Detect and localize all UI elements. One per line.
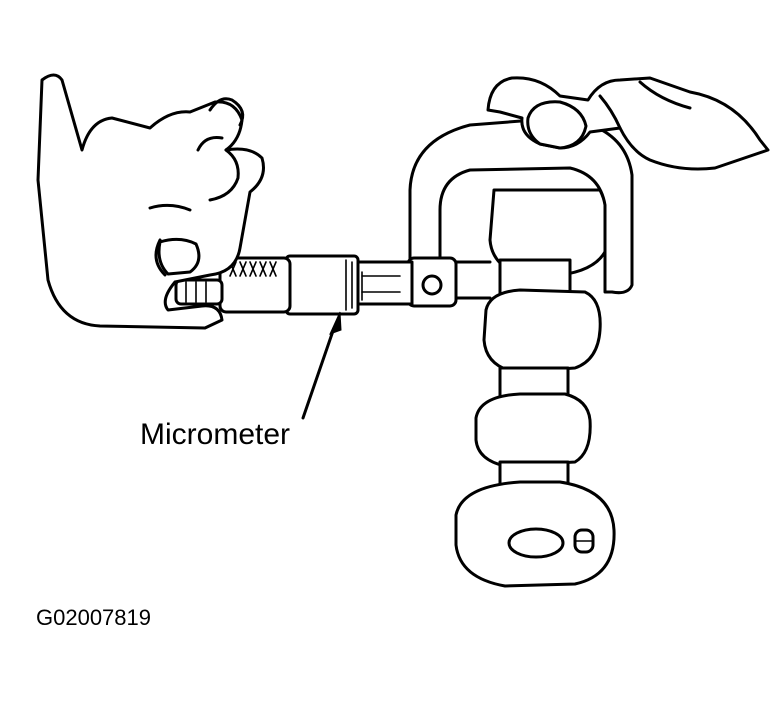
flange-center-hole <box>507 527 565 559</box>
micrometer-c-frame <box>408 116 634 295</box>
knurl-pattern <box>229 261 277 277</box>
camshaft <box>454 188 616 588</box>
left-hand <box>36 73 265 330</box>
micrometer-label: Micrometer <box>140 418 290 451</box>
micrometer-thimble <box>284 254 360 316</box>
right-hand <box>486 76 770 171</box>
left-thumb-tip <box>157 237 201 276</box>
callout-arrow <box>301 311 342 420</box>
micrometer-ratchet-stop <box>174 278 224 306</box>
camshaft-cam-lobe <box>482 288 602 374</box>
arrowhead <box>329 311 342 335</box>
figure-id: G02007819 <box>36 605 151 630</box>
camshaft-journal <box>474 392 592 468</box>
micrometer-sleeve <box>354 260 414 306</box>
lock-screw <box>421 274 443 296</box>
right-finger-tip <box>526 100 588 150</box>
micrometer-body <box>174 254 414 316</box>
